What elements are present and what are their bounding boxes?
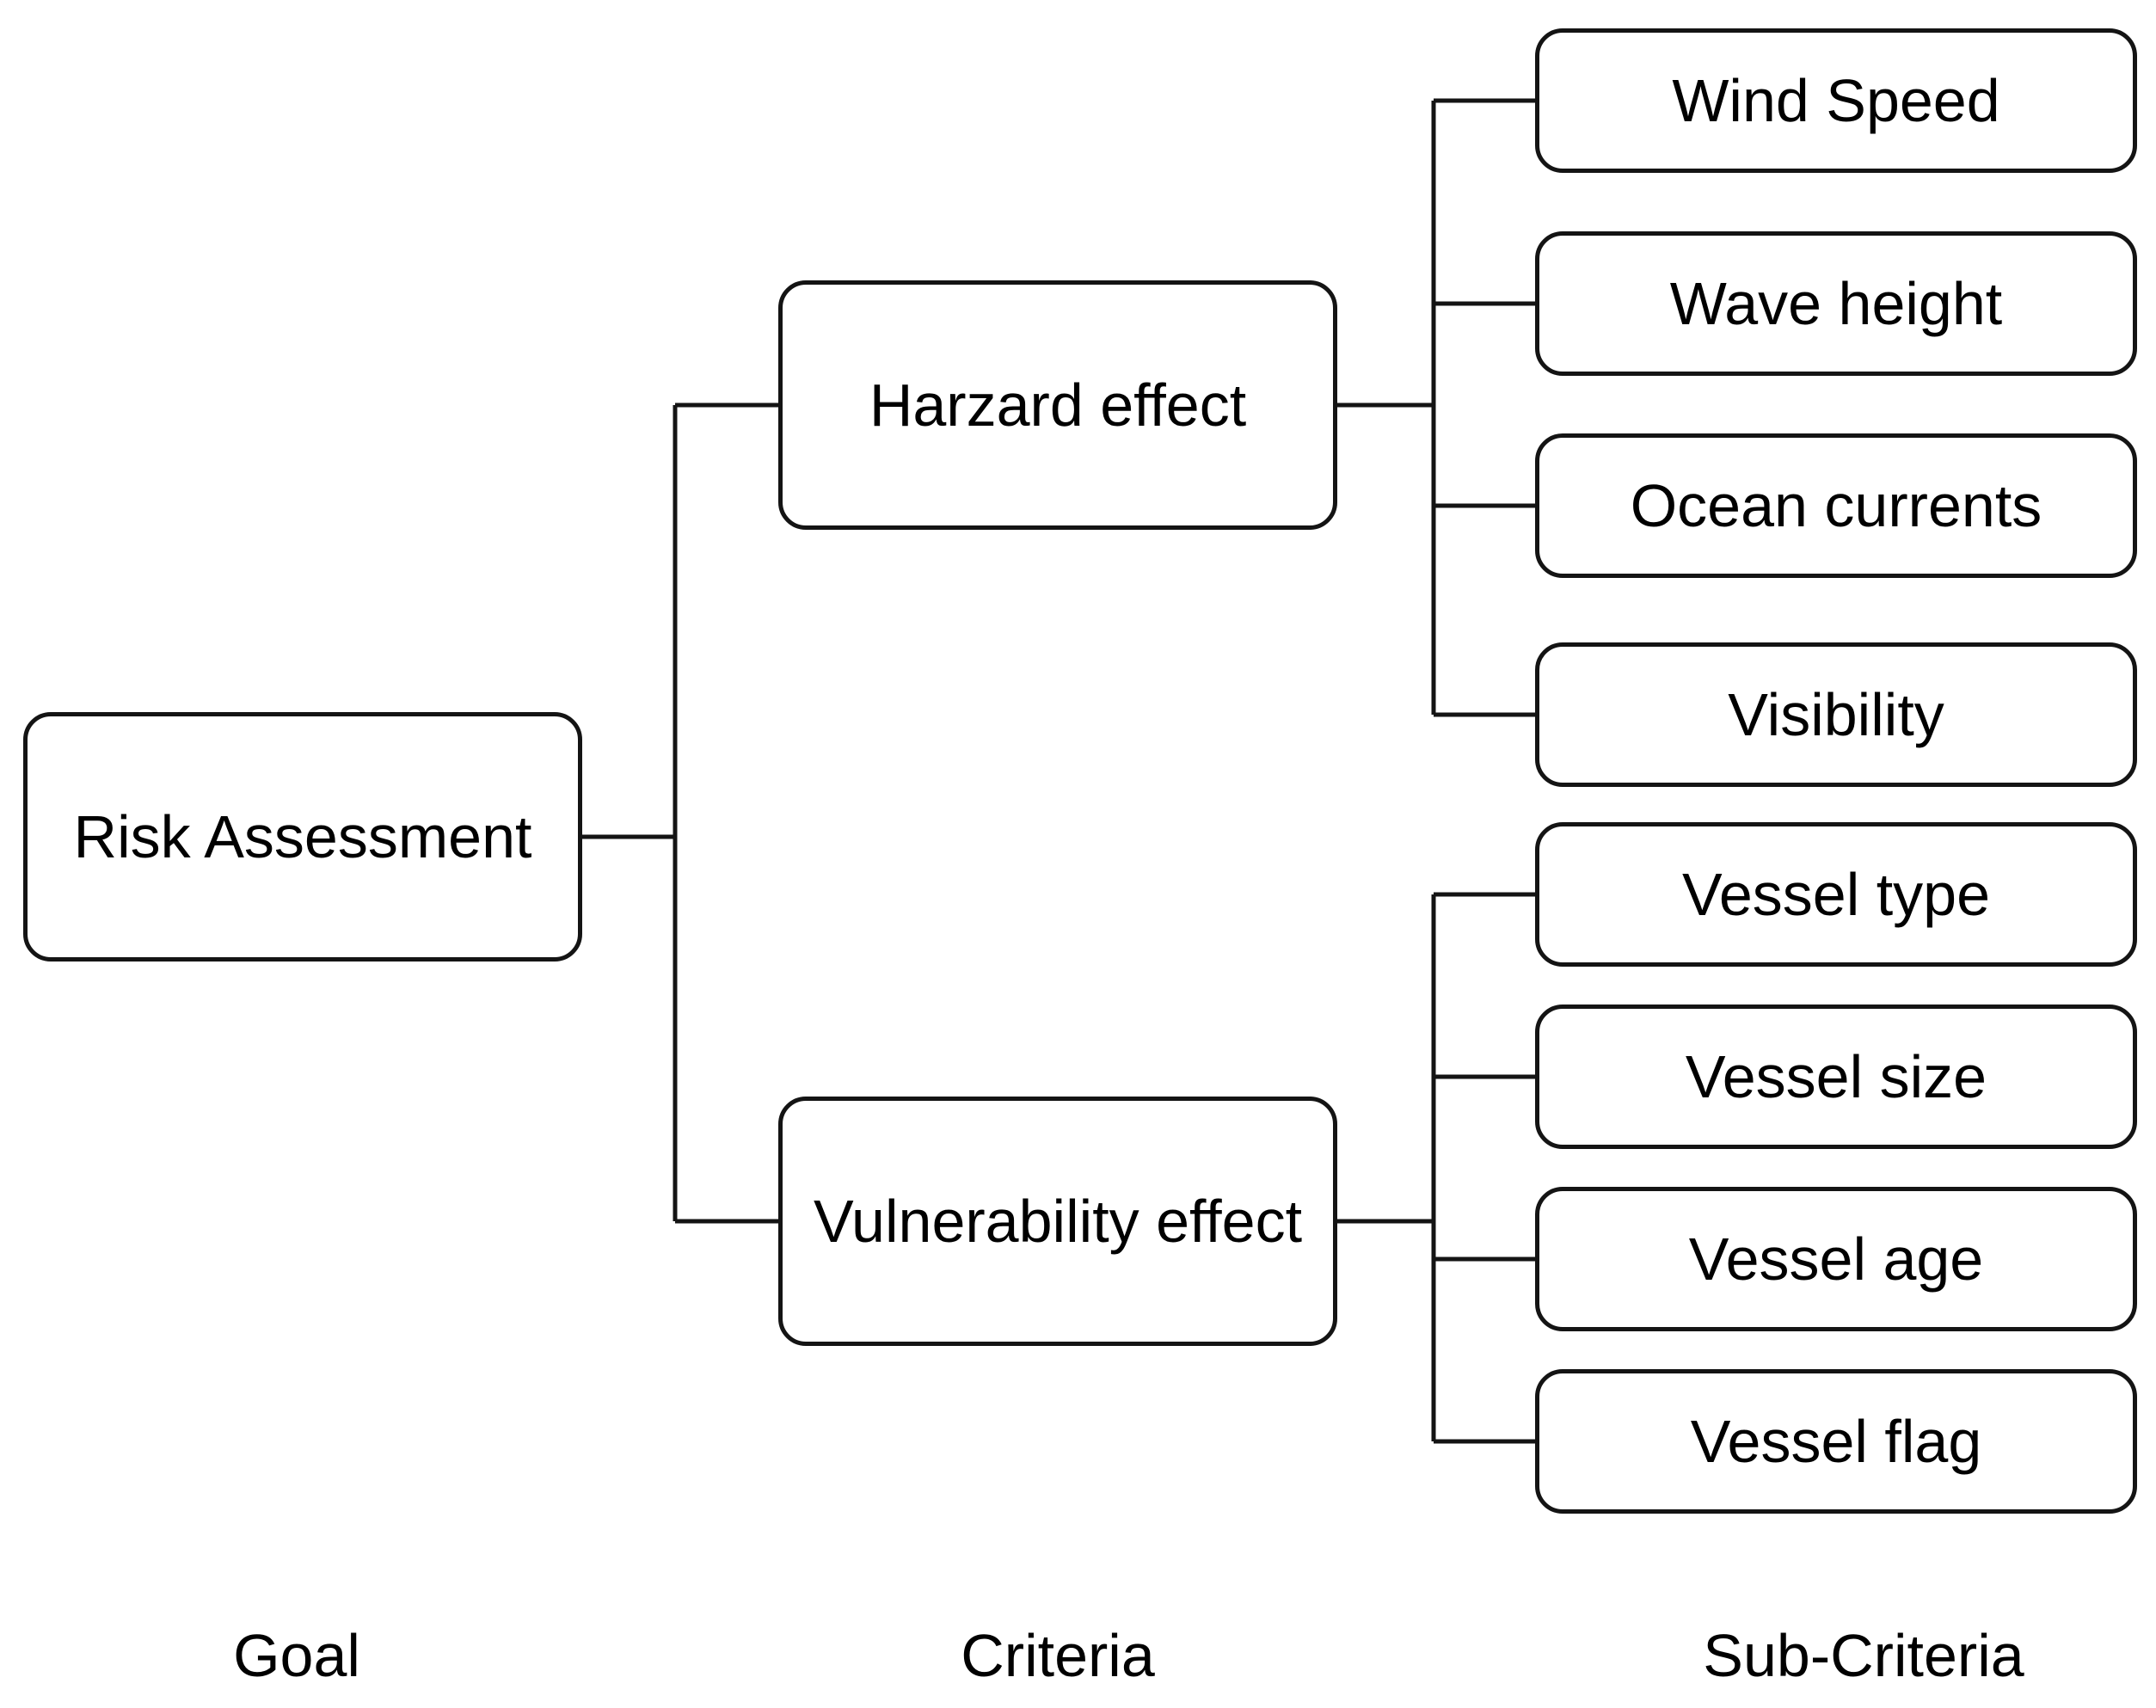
criteria-node-hazard-effect: Harzard effect xyxy=(778,280,1337,530)
column-label-criteria: Criteria xyxy=(961,1622,1155,1689)
criteria-node-label: Harzard effect xyxy=(869,371,1247,439)
subcriteria-node-label: Vessel flag xyxy=(1690,1407,1982,1475)
subcriteria-node-wave-height: Wave height xyxy=(1535,231,2137,376)
subcriteria-node-label: Vessel type xyxy=(1682,860,1990,928)
subcriteria-node-label: Visibility xyxy=(1728,680,1944,748)
subcriteria-node-vessel-size: Vessel size xyxy=(1535,1005,2137,1149)
connector-vulnerability-to-subcriteria xyxy=(1337,892,1535,1444)
connector-goal-to-criteria xyxy=(582,402,778,1224)
subcriteria-node-label: Wind Speed xyxy=(1672,66,2000,134)
column-label-goal: Goal xyxy=(233,1622,360,1689)
subcriteria-node-label: Ocean currents xyxy=(1630,471,2042,539)
subcriteria-node-visibility: Visibility xyxy=(1535,642,2137,787)
connector-hazard-to-subcriteria xyxy=(1337,98,1535,717)
subcriteria-node-vessel-flag: Vessel flag xyxy=(1535,1369,2137,1514)
subcriteria-node-label: Vessel age xyxy=(1688,1225,1984,1293)
subcriteria-node-ocean-currents: Ocean currents xyxy=(1535,433,2137,578)
criteria-node-vulnerability-effect: Vulnerability effect xyxy=(778,1097,1337,1346)
subcriteria-node-vessel-type: Vessel type xyxy=(1535,822,2137,967)
goal-node-label: Risk Assessment xyxy=(73,802,532,870)
column-label-sub-criteria: Sub-Criteria xyxy=(1703,1622,2024,1689)
subcriteria-node-vessel-age: Vessel age xyxy=(1535,1187,2137,1331)
subcriteria-node-wind-speed: Wind Speed xyxy=(1535,28,2137,173)
subcriteria-node-label: Wave height xyxy=(1669,269,2003,337)
goal-node-risk-assessment: Risk Assessment xyxy=(23,712,582,962)
subcriteria-node-label: Vessel size xyxy=(1685,1042,1987,1110)
criteria-node-label: Vulnerability effect xyxy=(813,1187,1303,1255)
